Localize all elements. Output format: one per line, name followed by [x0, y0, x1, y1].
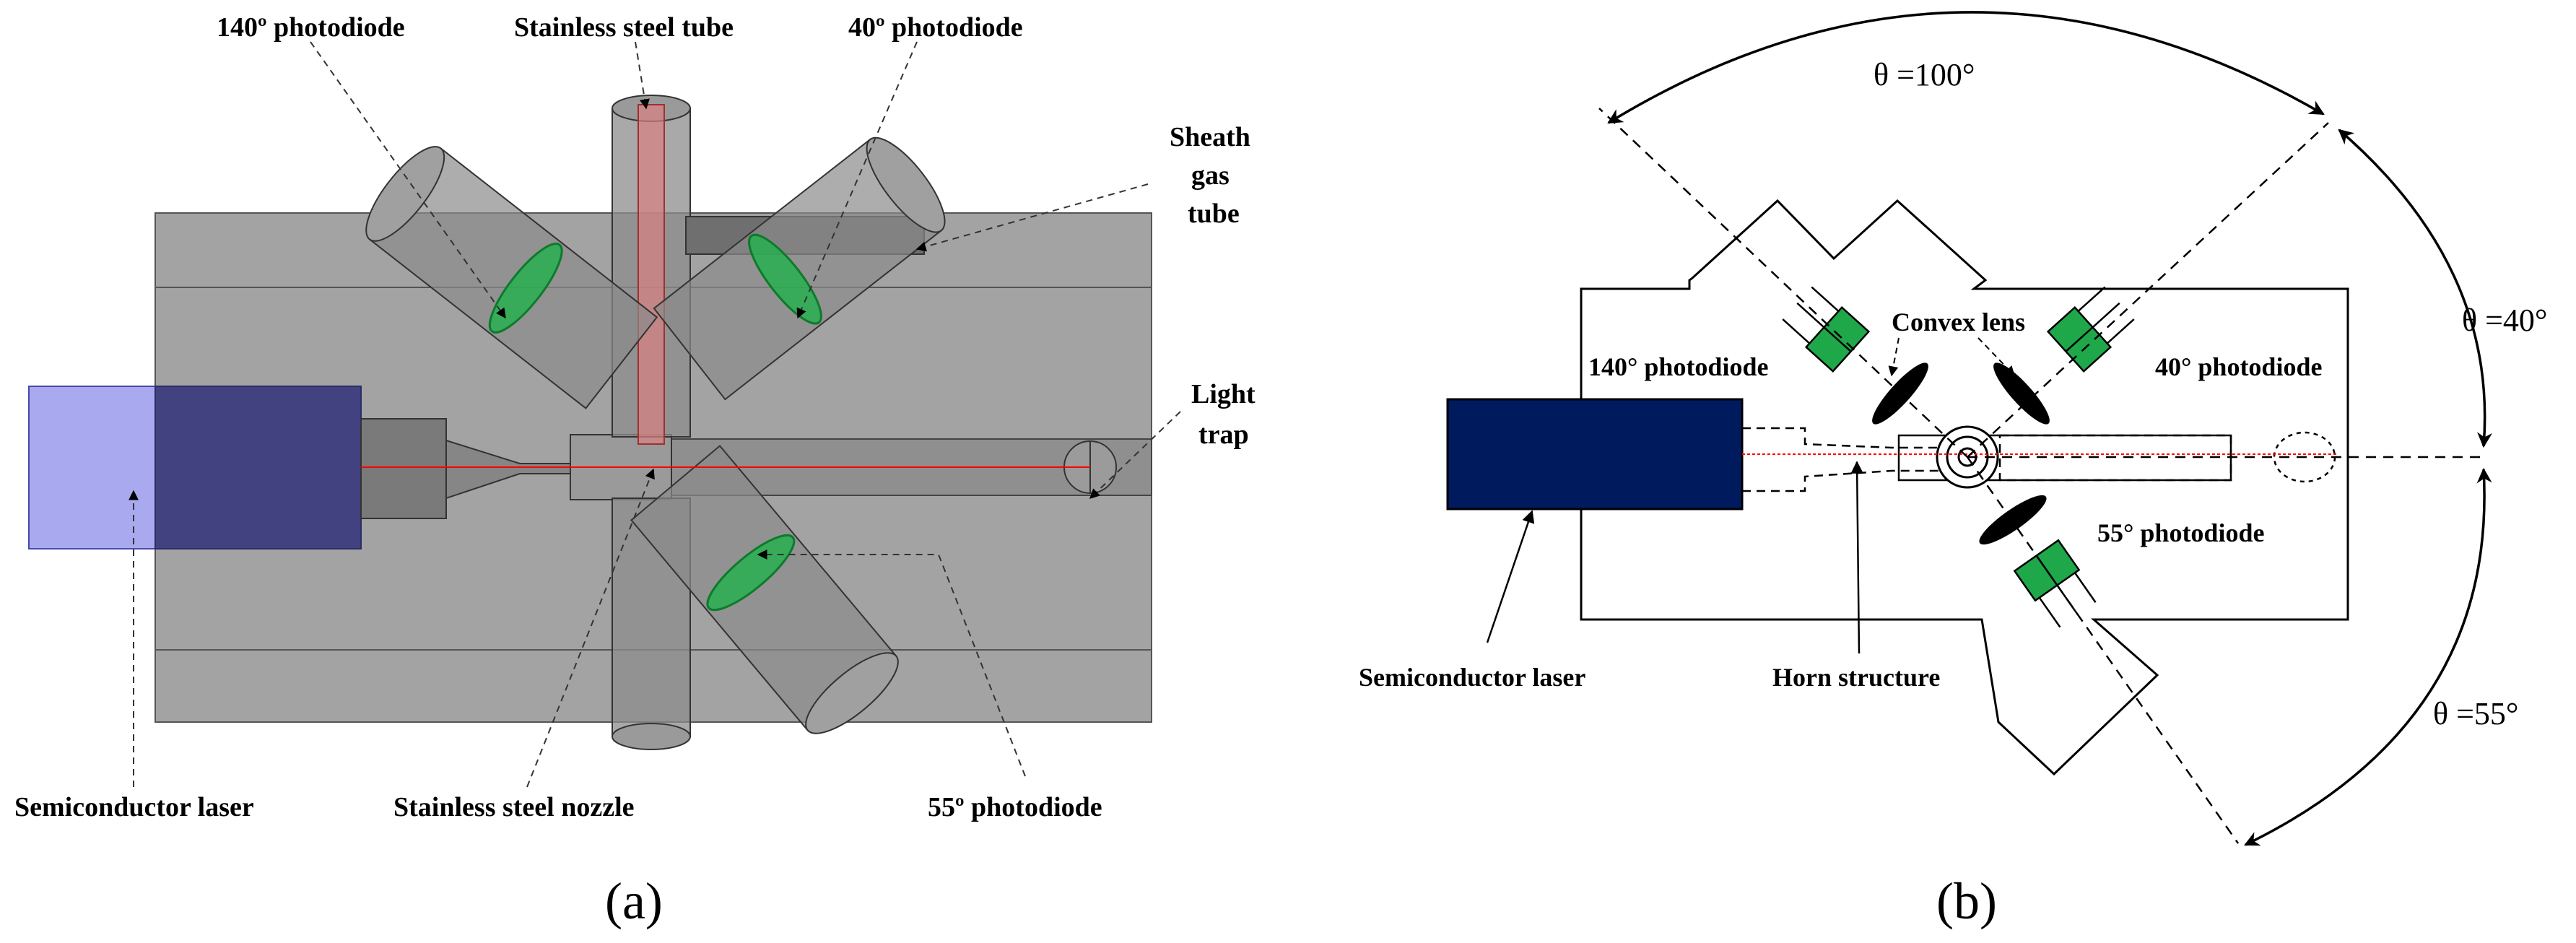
label-sheath-1: Sheath	[1170, 122, 1250, 152]
steel-tube-inner	[638, 104, 665, 445]
arc-100	[1607, 11, 2325, 124]
label-140-photodiode: 140º photodiode	[217, 12, 405, 43]
panel-a: 140º photodiode Stainless steel tube 40º…	[14, 12, 1256, 930]
photodiode-40-arm	[653, 136, 946, 401]
leader-horn	[1850, 461, 1863, 654]
leader-laser-b	[1486, 510, 1535, 643]
detector-140	[1782, 286, 1871, 373]
panel-b: θ =100° θ =40° θ =55° 140° photodiode Co…	[1359, 11, 2548, 930]
horn-dashed	[1742, 427, 1942, 492]
ray-40	[1967, 122, 2329, 458]
label-55-photodiode-b: 55° photodiode	[2097, 518, 2264, 547]
detector-40	[2046, 286, 2135, 373]
ray-55	[1966, 456, 2240, 844]
label-laser-b: Semiconductor laser	[1359, 663, 1585, 692]
leader-55	[757, 549, 1026, 777]
photodiode-140-arm	[365, 146, 658, 409]
label-sheath-3: tube	[1188, 199, 1240, 229]
label-nozzle: Stainless steel nozzle	[393, 792, 635, 822]
leader-140	[310, 41, 506, 319]
label-55-photodiode: 55º photodiode	[928, 792, 1102, 822]
steel-tube-lower-end	[612, 723, 691, 750]
label-sheath-2: gas	[1191, 160, 1230, 191]
laser-body-dark	[155, 386, 362, 549]
leader-convex-lens-right	[1977, 337, 2015, 377]
label-laser-a: Semiconductor laser	[14, 792, 254, 822]
ray-140	[1598, 108, 1968, 458]
angle-label-40: θ =40°	[2462, 303, 2548, 338]
label-convex-lens: Convex lens	[1892, 308, 2025, 336]
caption-b: (b)	[1936, 872, 1997, 930]
lens-40	[1993, 362, 2050, 425]
angle-label-55: θ =55°	[2433, 696, 2519, 731]
laser-block-b	[1446, 398, 1744, 510]
label-steel-tube: Stainless steel tube	[514, 12, 734, 43]
label-40-photodiode-b: 40° photodiode	[2155, 352, 2322, 381]
label-horn: Horn structure	[1772, 663, 1940, 692]
label-40-photodiode: 40º photodiode	[848, 12, 1023, 43]
label-light-1: Light	[1191, 379, 1256, 409]
leader-40	[796, 41, 918, 319]
caption-a: (a)	[605, 872, 663, 930]
laser-mount	[360, 418, 447, 519]
arc-55	[2244, 467, 2492, 846]
leader-convex-lens-left	[1888, 337, 1900, 377]
leader-light-trap	[1089, 411, 1181, 499]
label-light-2: trap	[1198, 420, 1249, 450]
label-140-photodiode-b: 140° photodiode	[1588, 352, 1768, 381]
angle-label-100: θ =100°	[1874, 57, 1975, 92]
leader-sheath	[915, 183, 1149, 252]
laser-body-light	[28, 386, 156, 549]
lens-55	[1979, 495, 2047, 545]
photodiode-55-arm	[630, 445, 899, 734]
housing-outline	[1580, 199, 2349, 776]
arc-40	[2338, 129, 2492, 448]
